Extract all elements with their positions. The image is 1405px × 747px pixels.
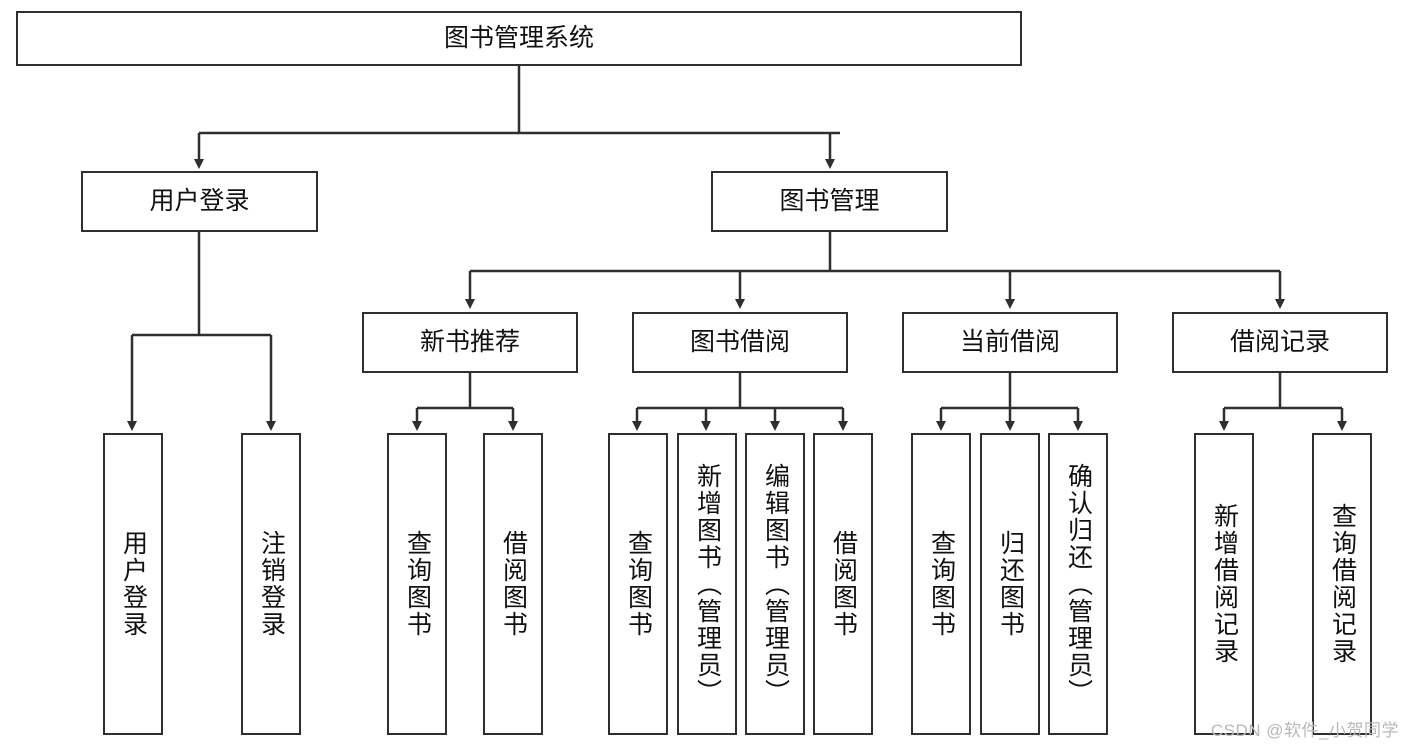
- node-label: 借阅图书: [499, 530, 528, 638]
- node-label: 图书借阅: [689, 328, 790, 356]
- node-label: 新增图书（管理员）: [693, 462, 722, 706]
- node-label: 查询图书: [927, 530, 956, 638]
- leaf-book-borrow-query[interactable]: 查询图书: [608, 433, 668, 735]
- leaf-borrow-record-add[interactable]: 新增借阅记录: [1194, 433, 1254, 735]
- node-label: 注销登录: [257, 530, 286, 638]
- node-book-management[interactable]: 图书管理: [711, 171, 948, 232]
- node-root-system[interactable]: 图书管理系统: [16, 11, 1022, 66]
- leaf-current-borrow-query[interactable]: 查询图书: [911, 433, 971, 735]
- leaf-user-login-logout[interactable]: 注销登录: [241, 433, 301, 735]
- node-label: 用户登录: [119, 530, 148, 638]
- node-label: 查询图书: [403, 530, 432, 638]
- csdn-watermark: CSDN @软件_小贺同学: [1210, 721, 1399, 740]
- node-label: 借阅记录: [1229, 328, 1330, 356]
- leaf-user-login-login[interactable]: 用户登录: [103, 433, 163, 735]
- node-label: 新书推荐: [419, 328, 520, 356]
- node-label: 新增借阅记录: [1210, 503, 1239, 665]
- node-new-book-recommend[interactable]: 新书推荐: [362, 312, 578, 373]
- node-label: 借阅图书: [829, 530, 858, 638]
- node-label: 确认归还（管理员）: [1064, 462, 1093, 706]
- leaf-borrow-record-query[interactable]: 查询借阅记录: [1312, 433, 1372, 735]
- node-label: 查询图书: [624, 530, 653, 638]
- node-label: 图书管理: [779, 187, 880, 215]
- node-label: 当前借阅: [959, 328, 1060, 356]
- node-label: 归还图书: [996, 530, 1025, 638]
- leaf-book-borrow-edit[interactable]: 编辑图书（管理员）: [745, 433, 805, 735]
- node-current-borrow[interactable]: 当前借阅: [902, 312, 1118, 373]
- node-borrow-record[interactable]: 借阅记录: [1172, 312, 1388, 373]
- node-label: 查询借阅记录: [1328, 503, 1357, 665]
- leaf-new-book-borrow[interactable]: 借阅图书: [483, 433, 543, 735]
- node-user-login[interactable]: 用户登录: [81, 171, 318, 232]
- node-label: 图书管理系统: [443, 24, 594, 52]
- leaf-current-borrow-return[interactable]: 归还图书: [980, 433, 1040, 735]
- leaf-current-borrow-confirm-return[interactable]: 确认归还（管理员）: [1048, 433, 1108, 735]
- node-book-borrow[interactable]: 图书借阅: [632, 312, 848, 373]
- node-label: 用户登录: [149, 187, 250, 215]
- node-label: 编辑图书（管理员）: [761, 462, 790, 706]
- leaf-new-book-query[interactable]: 查询图书: [387, 433, 447, 735]
- leaf-book-borrow-add[interactable]: 新增图书（管理员）: [677, 433, 737, 735]
- leaf-book-borrow-borrow[interactable]: 借阅图书: [813, 433, 873, 735]
